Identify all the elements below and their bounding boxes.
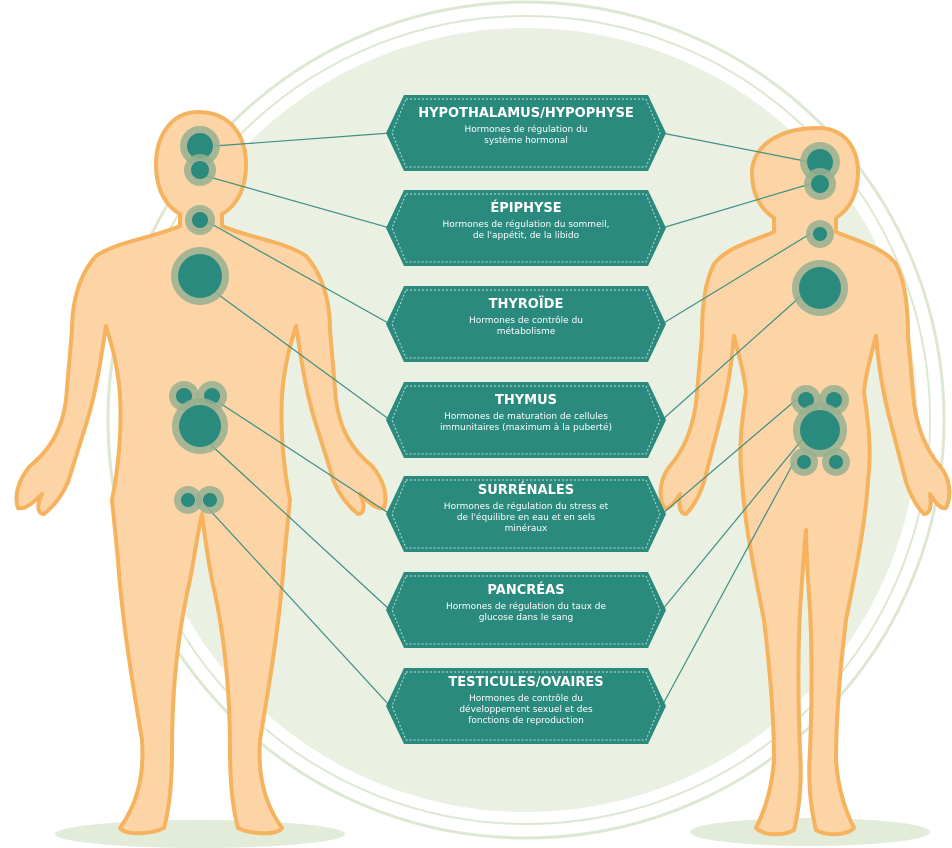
male-gland-epiphyse bbox=[192, 212, 208, 228]
male-gland-surrenales bbox=[181, 493, 195, 507]
gland-description-line: Hormones de régulation du taux de bbox=[446, 601, 606, 612]
gland-title: HYPOTHALAMUS/HYPOPHYSE bbox=[418, 106, 634, 121]
gland-title: SURRÉNALES bbox=[478, 482, 574, 498]
gland-box-hypothalamus-hypophyse: HYPOTHALAMUS/HYPOPHYSE Hormones de régula… bbox=[386, 95, 666, 171]
gland-description-line: glucose dans le sang bbox=[479, 613, 573, 623]
gland-title: ÉPIPHYSE bbox=[490, 200, 561, 216]
gland-box-thyroide: THYROÏDE Hormones de contrôle dumétabolis… bbox=[386, 286, 666, 362]
female-gland-thymus bbox=[800, 410, 840, 450]
gland-title: PANCRÉAS bbox=[487, 582, 564, 598]
male-gland-surrenales bbox=[203, 493, 217, 507]
gland-title: THYMUS bbox=[495, 393, 557, 408]
gland-description-line: de l'équilibre en eau et en sels bbox=[457, 512, 596, 523]
gland-description-line: Hormones de régulation du bbox=[465, 124, 588, 135]
gland-description-line: minéraux bbox=[505, 523, 548, 534]
female-gland-thymus bbox=[797, 455, 811, 469]
gland-description-line: Hormones de régulation du sommeil, bbox=[443, 219, 610, 230]
female-gland-thyroide bbox=[799, 267, 841, 309]
gland-box-testicules-ovaires: TESTICULES/OVAIRES Hormones de contrôle d… bbox=[386, 668, 666, 744]
female-gland-epiphyse bbox=[813, 227, 827, 241]
gland-description-line: Hormones de maturation de cellules bbox=[444, 412, 608, 422]
gland-description-line: de l'appétit, de la libido bbox=[473, 230, 580, 241]
gland-description-line: Hormones de contrôle du bbox=[469, 693, 583, 704]
gland-title: TESTICULES/OVAIRES bbox=[448, 675, 603, 690]
male-gland-thymus bbox=[179, 405, 221, 447]
female-gland-thymus bbox=[829, 455, 843, 469]
gland-box-surrenales: SURRÉNALES Hormones de régulation du stre… bbox=[386, 476, 666, 552]
male-gland-thyroide bbox=[178, 254, 222, 298]
gland-description-line: développement sexuel et des bbox=[459, 704, 593, 715]
gland-description-line: système hormonal bbox=[484, 135, 568, 146]
gland-description-line: immunitaires (maximum à la puberté) bbox=[440, 422, 612, 433]
gland-boxes: HYPOTHALAMUS/HYPOPHYSE Hormones de régula… bbox=[386, 95, 666, 744]
gland-description-line: Hormones de régulation du stress et bbox=[444, 501, 609, 512]
female-gland-hypothalamus-hypophyse bbox=[811, 175, 829, 193]
male-gland-hypothalamus-hypophyse bbox=[191, 161, 209, 179]
gland-box-epiphyse: ÉPIPHYSE Hormones de régulation du sommei… bbox=[386, 190, 666, 266]
gland-description-line: métabolisme bbox=[497, 326, 556, 337]
gland-box-thymus: THYMUS Hormones de maturation de cellules… bbox=[386, 382, 666, 458]
gland-description-line: Hormones de contrôle du bbox=[469, 315, 583, 326]
gland-title: THYROÏDE bbox=[489, 296, 564, 312]
gland-box-pancreas: PANCRÉAS Hormones de régulation du taux d… bbox=[386, 572, 666, 648]
gland-description-line: fonctions de reproduction bbox=[468, 716, 584, 726]
